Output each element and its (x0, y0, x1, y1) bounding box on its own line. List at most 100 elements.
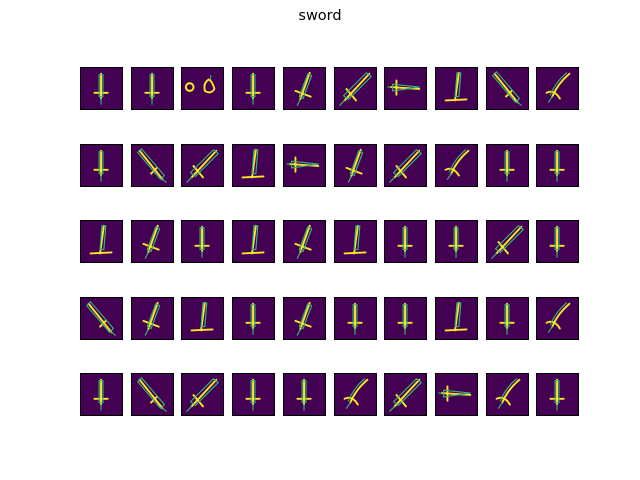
sword-sketch-icon (389, 378, 422, 413)
sketch-panel (232, 296, 276, 340)
sword-sketch-icon (86, 301, 116, 336)
sketch-panel (434, 296, 478, 340)
sword-sketch-icon (545, 72, 571, 103)
sword-sketch-icon (346, 302, 363, 335)
sketch-panel (232, 220, 276, 264)
sketch-panel (485, 67, 529, 110)
sword-sketch-icon (444, 301, 468, 332)
sketch-grid (80, 67, 580, 417)
sword-sketch-icon (344, 148, 363, 183)
sketch-panel (536, 296, 580, 340)
sketch-panel (130, 373, 174, 417)
sword-sketch-icon (387, 79, 421, 96)
sketch-panel (80, 373, 123, 417)
sketch-panel (333, 373, 377, 417)
sword-sketch-icon (194, 225, 211, 258)
sketch-panel (80, 220, 123, 264)
sword-sketch-icon (144, 72, 160, 105)
sword-sketch-icon (498, 302, 515, 335)
sketch-panel (485, 220, 529, 264)
sketch-panel (384, 373, 428, 417)
sketch-panel (384, 67, 428, 110)
sketch-panel (130, 67, 174, 110)
sword-sketch-icon (294, 225, 313, 259)
sketch-panel (80, 296, 123, 340)
sword-sketch-icon (93, 149, 109, 182)
sword-sketch-icon (498, 149, 515, 182)
sword-sketch-icon (343, 225, 366, 255)
sketch-panel (181, 67, 225, 110)
sword-sketch-icon (397, 302, 413, 335)
sketch-panel (434, 67, 478, 110)
sword-sketch-icon (89, 225, 113, 255)
sword-sketch-icon (294, 301, 313, 336)
sketch-panel (434, 373, 478, 417)
sword-sketch-icon (185, 75, 216, 94)
sketch-panel (333, 296, 377, 340)
sword-sketch-icon (444, 148, 470, 180)
sketch-panel (282, 373, 326, 417)
sketch-panel (232, 67, 276, 110)
sword-sketch-icon (294, 71, 313, 106)
sword-sketch-icon (186, 378, 220, 413)
sword-sketch-icon (186, 148, 220, 183)
sword-sketch-icon (438, 385, 472, 403)
sketch-panel (536, 143, 580, 187)
sketch-panel (536, 220, 580, 264)
sketch-panel (333, 67, 377, 110)
sketch-panel (232, 143, 276, 187)
sketch-panel (282, 67, 326, 110)
sword-sketch-icon (136, 377, 167, 413)
sword-sketch-icon (296, 379, 312, 412)
sketch-panel (282, 220, 326, 264)
sketch-panel (181, 220, 225, 264)
sketch-panel (282, 296, 326, 340)
sketch-panel (485, 296, 529, 340)
sword-sketch-icon (444, 71, 468, 102)
sketch-panel (485, 373, 529, 417)
sword-sketch-icon (545, 301, 571, 333)
sketch-panel (181, 143, 225, 187)
sword-sketch-icon (93, 379, 109, 412)
sketch-panel (232, 373, 276, 417)
sketch-panel (80, 67, 123, 110)
sketch-panel (282, 143, 326, 187)
sketch-panel (181, 296, 225, 340)
sword-sketch-icon (338, 72, 372, 106)
sword-sketch-icon (448, 225, 464, 258)
sword-sketch-icon (549, 225, 565, 258)
sketch-panel (536, 373, 580, 417)
sword-sketch-icon (495, 378, 520, 410)
sketch-panel (485, 143, 529, 187)
sword-sketch-icon (245, 72, 261, 105)
figure-title: sword (298, 8, 342, 24)
sketch-panel (384, 143, 428, 187)
sword-sketch-icon (286, 156, 320, 173)
sketch-panel (434, 220, 478, 264)
sketch-panel (130, 143, 174, 187)
sword-sketch-icon (93, 72, 109, 105)
sword-sketch-icon (490, 225, 524, 259)
sword-sketch-icon (190, 301, 214, 332)
sword-sketch-icon (491, 71, 522, 106)
sketch-panel (384, 220, 428, 264)
sword-sketch-icon (245, 379, 261, 412)
sketch-panel (434, 143, 478, 187)
sketch-panel (130, 296, 174, 340)
sword-sketch-icon (136, 147, 167, 183)
sword-sketch-icon (549, 379, 565, 412)
sword-sketch-icon (142, 225, 160, 259)
sword-sketch-icon (549, 149, 565, 182)
sketch-panel (333, 220, 377, 264)
sketch-panel (130, 220, 174, 264)
sketch-panel (536, 67, 580, 110)
sword-sketch-icon (343, 378, 368, 410)
sword-sketch-icon (142, 301, 160, 336)
sketch-panel (333, 143, 377, 187)
sword-sketch-icon (241, 225, 265, 255)
sketch-panel (384, 296, 428, 340)
sketch-panel (181, 373, 225, 417)
sword-sketch-icon (397, 225, 413, 258)
sword-sketch-icon (241, 148, 265, 178)
sword-sketch-icon (389, 148, 422, 183)
